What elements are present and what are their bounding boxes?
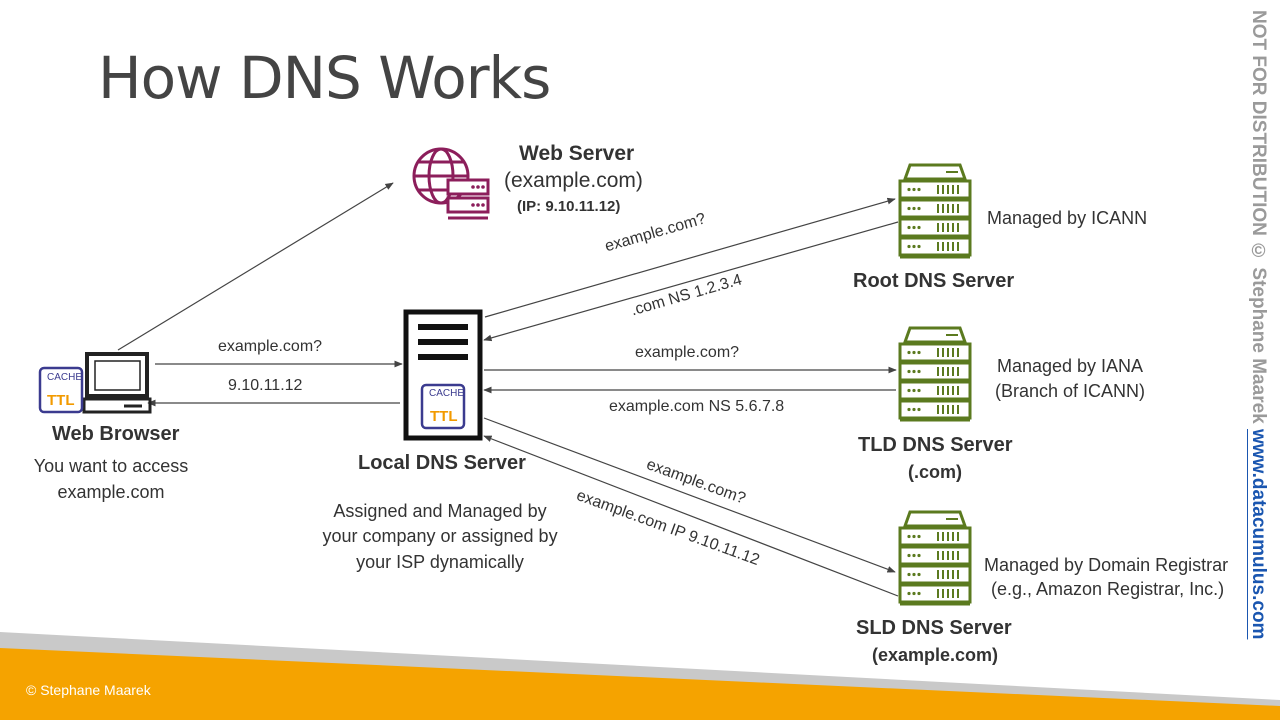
tld-dns-sub: (.com) (908, 462, 962, 482)
browser-desc-line2: example.com (57, 482, 165, 502)
browser-cache-box (38, 366, 84, 414)
web-server-ip: (IP: 9.10.11.12) (517, 198, 621, 215)
root-dns-managed: Managed by ICANN (987, 208, 1148, 228)
sld-dns-sub: (example.com) (871, 645, 999, 665)
msg-local-to-browser: 9.10.11.12 (228, 377, 303, 394)
local-dns-name: Local DNS Server (358, 452, 526, 474)
local-ttl-label: TTL (430, 408, 458, 425)
msg-tld-to-local: example.com NS 5.6.7.8 (609, 398, 785, 415)
web-server-name: Web Server (519, 142, 635, 165)
tld-server-icon (898, 326, 972, 422)
browser-ttl-label: TTL (47, 392, 75, 409)
browser-name: Web Browser (52, 423, 180, 445)
arrow-local-to-root (484, 197, 896, 318)
sld-dns-name: SLD DNS Server (856, 617, 1012, 639)
arrow-local-to-sld (483, 417, 896, 573)
side-watermark: NOT FOR DISTRIBUTION © Stephane Maarek w… (1247, 10, 1277, 700)
computer-icon (82, 352, 152, 414)
sld-managed-line2: (e.g., Amazon Registrar, Inc.) (991, 579, 1225, 599)
root-dns-name: Root DNS Server (853, 270, 1015, 292)
arrow-browser-to-webserver (117, 182, 394, 351)
tld-managed-line1: Managed by IANA (996, 356, 1144, 376)
sld-server-icon (898, 510, 972, 606)
local-desc-line2: your company or assigned by (322, 526, 558, 546)
local-cache-label: CACHE (429, 388, 465, 399)
msg-local-to-tld: example.com? (635, 344, 740, 361)
local-desc-line3: your ISP dynamically (356, 552, 524, 572)
copyright: © Stephane Maarek (26, 682, 151, 698)
web-server-domain: (example.com) (504, 169, 643, 192)
page-title: How DNS Works (98, 44, 551, 112)
arrow-root-to-local (483, 221, 899, 342)
root-server-icon (898, 163, 972, 259)
msg-browser-to-local: example.com? (218, 338, 323, 355)
local-cache-box (420, 383, 466, 430)
tld-managed-line2: (Branch of ICANN) (994, 381, 1146, 401)
web-server-icon (412, 147, 490, 220)
local-dns-server-icon (403, 309, 483, 441)
arrow-sld-to-local (483, 435, 899, 597)
browser-desc-line1: You want to access (33, 456, 189, 476)
sld-managed-line1: Managed by Domain Registrar (984, 555, 1229, 575)
local-desc-line1: Assigned and Managed by (333, 501, 547, 521)
watermark-text: NOT FOR DISTRIBUTION © Stephane Maarek (1248, 10, 1269, 429)
browser-cache-label: CACHE (47, 372, 83, 383)
tld-dns-name: TLD DNS Server (858, 434, 1013, 456)
watermark-link[interactable]: www.datacumulus.com (1248, 429, 1269, 640)
